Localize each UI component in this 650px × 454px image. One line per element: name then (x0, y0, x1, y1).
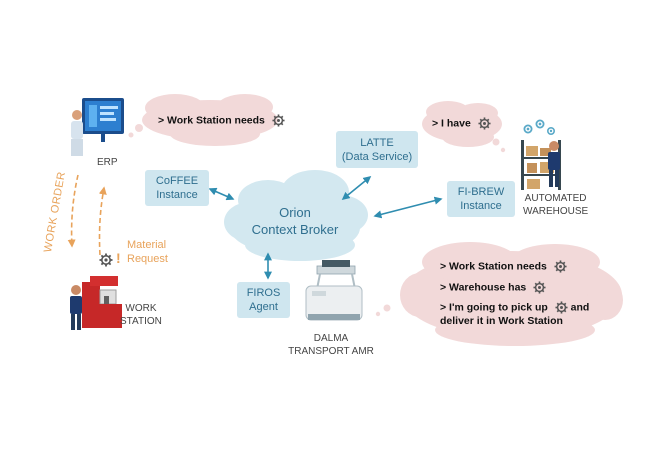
fibrew-label: FI-BREW (457, 186, 505, 198)
workstation-label: WORK STATION (120, 302, 162, 328)
orion-sublabel: Context Broker (251, 222, 339, 237)
amr-speech-bubble (375, 242, 623, 346)
amr-bubble-label-3: > I'm going to pick up (440, 301, 548, 314)
work-order-arrow (67, 174, 79, 248)
fibrew-instance-node[interactable]: FI-BREW Instance (447, 181, 515, 217)
workstation-label-line1: WORK (125, 303, 157, 314)
latte-data-service-node[interactable]: LATTE (Data Service) (336, 131, 418, 168)
amr-bubble-line1: > Work Station needs (440, 260, 567, 273)
coffee-sublabel: Instance (156, 189, 198, 201)
amr-label-line2: TRANSPORT AMR (288, 346, 374, 357)
fibrew-orion-arrow (373, 196, 443, 219)
gear-icon (554, 301, 568, 314)
material-request-line1: Material (127, 239, 167, 251)
erp-label: ERP (97, 157, 118, 168)
amr-bubble-line3: > I'm going to pick up and (440, 301, 589, 314)
latte-sublabel: (Data Service) (341, 150, 413, 163)
firos-agent-node[interactable]: FIROS Agent (237, 282, 290, 318)
warehouse-gears-icon (523, 119, 556, 136)
warehouse-label-line2: WAREHOUSE (523, 206, 589, 217)
warehouse-bubble-label: > I have (432, 117, 471, 130)
amr-bubble-label-1: > Work Station needs (440, 260, 547, 273)
work-order-flow (67, 174, 107, 256)
amr-bubble-line4: deliver it in Work Station (440, 315, 563, 328)
amr-label: DALMA TRANSPORT AMR (279, 332, 383, 358)
alert-mark: ! (116, 250, 121, 266)
amr-robot-icon (305, 260, 363, 321)
workstation-person-icon (70, 285, 82, 330)
orion-context-broker-node[interactable]: Orion Context Broker (240, 204, 350, 238)
gear-icon (477, 117, 491, 130)
coffee-instance-node[interactable]: CoFFEE Instance (145, 170, 209, 206)
workstation-machine-icon (82, 276, 122, 328)
erp-bubble-label: > Work Station needs (158, 114, 265, 127)
firos-sublabel: Agent (249, 301, 278, 313)
warehouse-person-icon (548, 141, 560, 187)
fibrew-sublabel: Instance (460, 200, 502, 212)
orion-label: Orion (279, 205, 311, 220)
material-request-line2: Request (127, 253, 168, 265)
orion-cloud (224, 170, 368, 261)
latte-orion-arrow (341, 175, 372, 201)
amr-bubble-label-2: > Warehouse has (440, 281, 527, 294)
erp-person-icon (71, 110, 83, 156)
erp-speech-bubble (128, 94, 278, 146)
workstation-label-line2: STATION (120, 316, 162, 327)
erp-monitor-icon (82, 98, 124, 142)
gear-icon (271, 114, 285, 127)
material-request-gear-icon (98, 252, 114, 268)
warehouse-bubble-text: > I have (432, 117, 491, 130)
coffee-orion-arrow (208, 187, 235, 201)
warehouse-label: AUTOMATED WAREHOUSE (523, 192, 588, 218)
warehouse-speech-bubble (422, 101, 506, 153)
warehouse-label-line1: AUTOMATED (524, 193, 587, 204)
amr-bubble-label-and: and (570, 301, 590, 314)
erp-bubble-text: > Work Station needs (158, 114, 285, 127)
material-request-arrow (98, 186, 107, 256)
amr-bubble-line2: > Warehouse has (440, 281, 547, 294)
gear-icon (553, 260, 567, 273)
gear-icon (533, 281, 547, 294)
latte-label: LATTE (360, 136, 394, 149)
material-request-label: Material Request (127, 238, 168, 266)
connection-arrows (208, 175, 443, 280)
amr-bubble-label-4: deliver it in Work Station (440, 315, 563, 327)
amr-label-line1: DALMA (313, 333, 349, 344)
firos-label: FIROS (246, 287, 281, 299)
coffee-label: CoFFEE (155, 175, 199, 187)
